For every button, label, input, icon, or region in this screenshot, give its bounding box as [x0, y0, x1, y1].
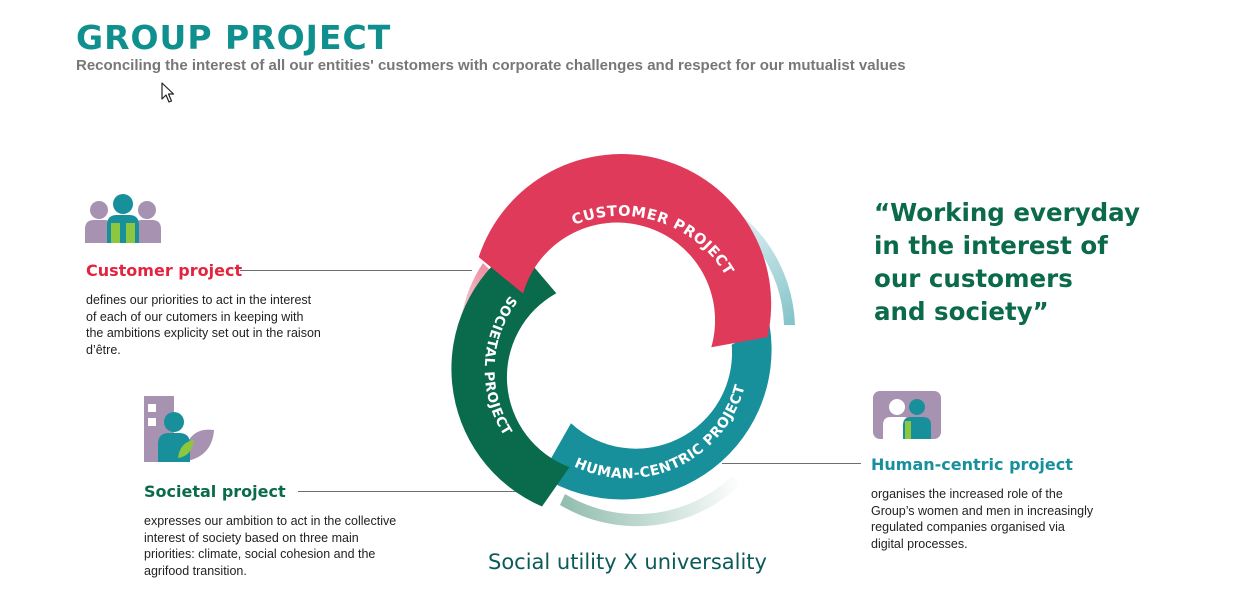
- description-line: d’être.: [86, 342, 121, 357]
- human-centric-ring-segment: [541, 324, 772, 500]
- societal-project-description: expresses our ambition to act in the col…: [144, 513, 419, 579]
- quote-line: and society”: [874, 297, 1049, 326]
- description-line: interest of society based on three main: [144, 530, 359, 545]
- person-with-building-and-leaf-icon: [144, 396, 214, 462]
- quote: “Working everyday in the interest of our…: [874, 196, 1140, 328]
- description-line: of each of our cutomers in keeping with: [86, 309, 304, 324]
- customer-ring-segment: [478, 154, 772, 348]
- description-line: digital processes.: [871, 536, 968, 551]
- description-line: priorities: climate, social cohesion and…: [144, 547, 376, 561]
- human-centric-project-block: Human-centric project organises the incr…: [871, 455, 1121, 552]
- societal-leader-line: [298, 491, 524, 492]
- human-centric-project-description: organises the increased role of the Grou…: [871, 486, 1121, 552]
- description-line: agrifood transition.: [144, 563, 247, 578]
- mouse-cursor-icon: [161, 82, 175, 103]
- description-line: the ambitions explicity set out in the r…: [86, 326, 321, 340]
- page-subtitle: Reconciling the interest of all our enti…: [76, 57, 906, 74]
- customer-project-title: Customer project: [86, 261, 243, 280]
- customer-project-block: Customer project defines our priorities …: [86, 261, 346, 358]
- quote-line: in the interest of: [874, 231, 1108, 260]
- societal-ring-segment: [451, 245, 570, 507]
- group-of-people-icon: [85, 194, 161, 243]
- page-title: GROUP PROJECT: [76, 18, 392, 57]
- description-line: defines our priorities to act in the int…: [86, 293, 312, 307]
- description-line: organises the increased role of the: [871, 487, 1063, 501]
- human-centric-leader-line: [722, 463, 861, 464]
- societal-project-block: Societal project expresses our ambition …: [144, 482, 419, 579]
- ring-caption: Social utility X universality: [488, 550, 767, 574]
- human-centric-project-title: Human-centric project: [871, 455, 1073, 474]
- societal-fade-tail: [560, 475, 740, 527]
- description-line: Group’s women and men in increasingly: [871, 503, 1094, 518]
- description-line: expresses our ambition to act in the col…: [144, 514, 397, 528]
- customer-leader-line: [240, 270, 472, 271]
- description-line: regulated companies organised via: [871, 520, 1065, 534]
- two-people-icon: [873, 391, 941, 439]
- societal-project-title: Societal project: [144, 482, 286, 501]
- quote-line: our customers: [874, 264, 1073, 293]
- quote-line: “Working everyday: [874, 198, 1140, 227]
- customer-project-description: defines our priorities to act in the int…: [86, 292, 346, 358]
